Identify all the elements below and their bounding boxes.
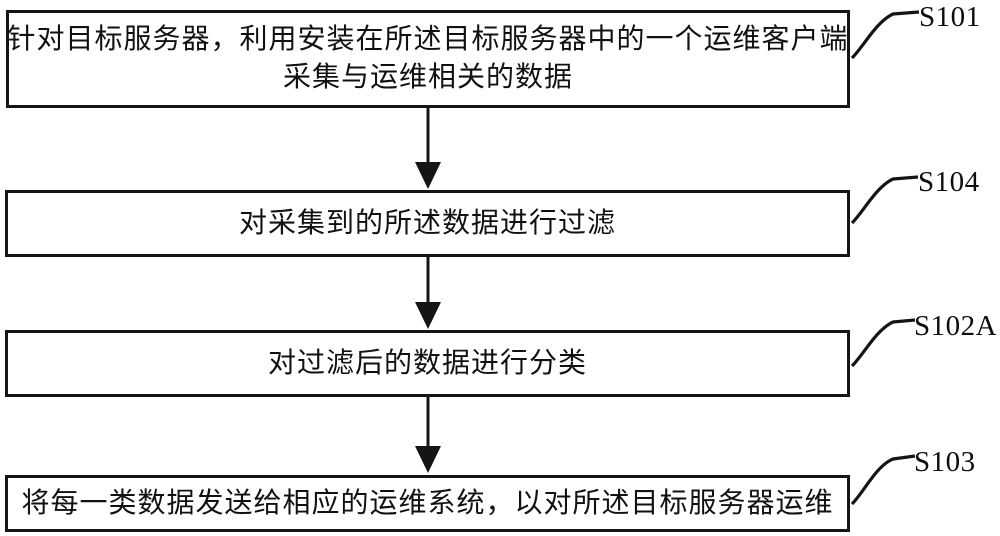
arrow-down-icon [415,302,441,329]
leader-line-s103 [850,454,916,506]
flow-step-1-box: 针对目标服务器，利用安装在所述目标服务器中的一个运维客户端 采集与运维相关的数据 [6,10,850,108]
flow-step-1-text-line-1: 针对目标服务器，利用安装在所述目标服务器中的一个运维客户端 [7,24,849,55]
flow-step-4-text: 将每一类数据发送给相应的运维系统，以对所述目标服务器运维 [21,487,834,519]
arrow-down-icon [415,446,441,473]
step-label-s104: S104 [918,166,980,198]
leader-line-s102a [850,318,916,368]
flow-arrow-1 [415,108,441,189]
flow-arrow-2 [415,257,441,329]
step-label-s101: S101 [919,1,981,33]
flow-arrow-3 [415,397,441,473]
arrow-down-icon [415,162,441,189]
flow-step-2-text: 对采集到的所述数据进行过滤 [238,207,616,239]
step-label-s103: S103 [914,446,976,478]
leader-line-s101 [850,10,920,60]
step-label-s102a: S102A [914,310,998,342]
flow-step-1-text-line-2: 采集与运维相关的数据 [282,62,573,93]
flow-step-3-text: 对过滤后的数据进行分类 [267,347,587,379]
flow-step-3-box: 对过滤后的数据进行分类 [5,330,850,397]
flow-step-2-box: 对采集到的所述数据进行过滤 [5,190,850,257]
flow-step-4-box: 将每一类数据发送给相应的运维系统，以对所述目标服务器运维 [5,475,850,532]
leader-line-s104 [850,175,919,225]
